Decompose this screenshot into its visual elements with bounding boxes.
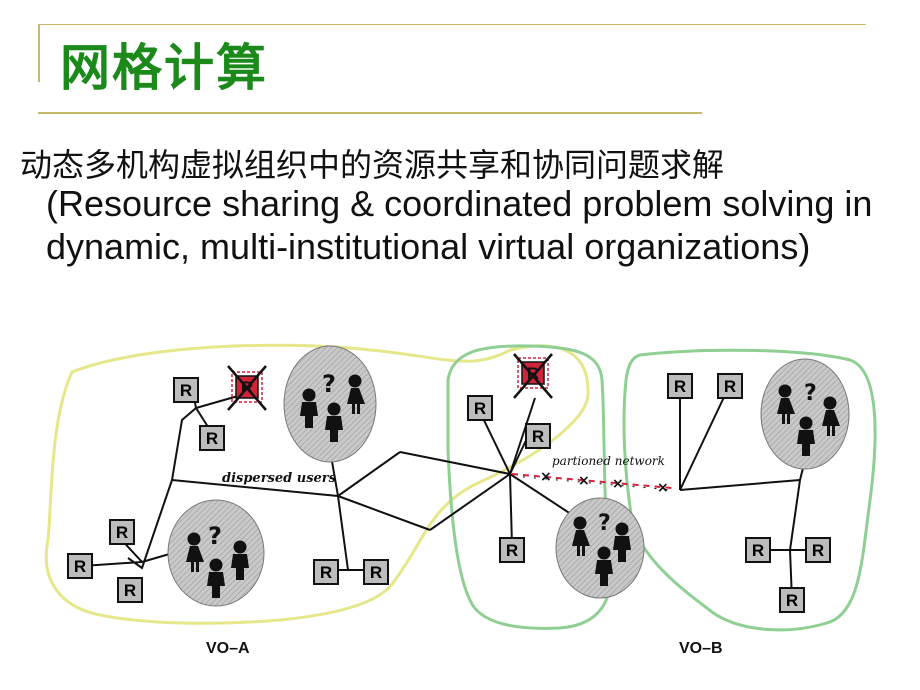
subtitle-chinese: 动态多机构虚拟组织中的资源共享和协同问题求解: [20, 146, 725, 184]
vo-a-label: VO–A: [206, 640, 250, 657]
question-mark: ?: [598, 511, 611, 536]
break-mark-3: ×: [612, 476, 624, 492]
svg-text:R: R: [320, 563, 332, 582]
break-mark-1: ×: [540, 469, 552, 485]
question-mark: ?: [804, 381, 817, 406]
resource-node: R: [199, 425, 225, 451]
failed-resource-b: R: [513, 353, 553, 399]
resource-node: R: [805, 537, 831, 563]
decor-title-underline: [38, 112, 702, 114]
resource-node: R: [717, 373, 743, 399]
svg-text:R: R: [124, 581, 136, 600]
resource-node: R: [117, 577, 143, 603]
body-english: (Resource sharing & coordinated problem …: [46, 183, 873, 267]
svg-text:R: R: [724, 377, 736, 396]
break-mark-2: ×: [578, 473, 590, 489]
decor-top-line: [38, 24, 866, 25]
resource-node: R: [313, 559, 339, 585]
slide-title: 网格计算: [60, 39, 268, 97]
svg-text:R: R: [532, 427, 544, 446]
user-group-b-left: ?: [555, 497, 645, 599]
svg-text:R: R: [370, 563, 382, 582]
svg-text:R: R: [180, 381, 192, 400]
decor-left-line: [38, 24, 40, 82]
vo-a-outline: [44, 343, 590, 625]
svg-text:R: R: [674, 377, 686, 396]
user-group-a-top: ?: [283, 345, 377, 463]
resource-node: R: [467, 395, 493, 421]
question-mark: ?: [322, 370, 336, 398]
user-group-b-right: ?: [760, 358, 850, 470]
svg-text:R: R: [474, 399, 486, 418]
resource-node: R: [525, 423, 551, 449]
svg-text:R: R: [506, 541, 518, 560]
resource-node: R: [499, 537, 525, 563]
resource-node: R: [745, 537, 771, 563]
svg-text:R: R: [116, 523, 128, 542]
resource-node: R: [173, 377, 199, 403]
dispersed-users-label: dispersed users: [222, 471, 337, 486]
svg-text:R: R: [752, 541, 764, 560]
question-mark: ?: [208, 522, 222, 550]
vo-b-outline-right: [622, 348, 877, 632]
resource-node: R: [779, 587, 805, 613]
resource-node: R: [109, 519, 135, 545]
resource-node: R: [667, 373, 693, 399]
svg-text:R: R: [812, 541, 824, 560]
vo-b-label: VO–B: [679, 640, 723, 657]
svg-text:R: R: [786, 591, 798, 610]
svg-text:R: R: [206, 429, 218, 448]
resource-node: R: [363, 559, 389, 585]
break-mark-4: ×: [657, 480, 669, 496]
svg-text:R: R: [74, 557, 86, 576]
partitioned-link: × × × ×: [511, 469, 673, 496]
resource-nodes: R R R R R R R R R R R R R R R: [67, 373, 831, 613]
resource-node: R: [67, 553, 93, 579]
user-group-a-bottom: ?: [167, 499, 265, 607]
partitioned-network-label: partioned network: [552, 454, 665, 468]
failed-resource-a: R: [227, 365, 267, 411]
